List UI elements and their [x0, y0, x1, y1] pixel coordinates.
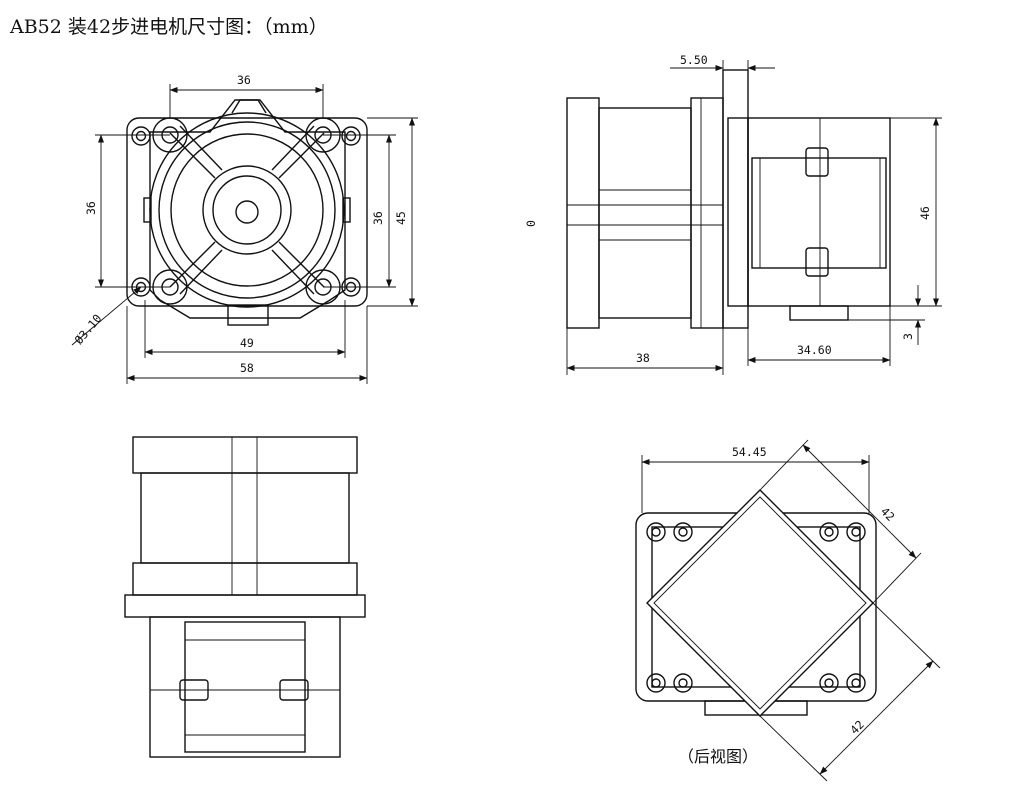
bottom-nut	[179, 679, 209, 701]
front-hub-outer	[202, 165, 292, 255]
side-bottom-tab	[789, 305, 849, 321]
rear-hole-inner	[651, 678, 661, 688]
front-outer-ring	[149, 112, 345, 308]
front-top-tab	[231, 99, 267, 114]
side-dim-bottom-right: 34.60	[797, 343, 832, 357]
dim-line	[802, 444, 917, 559]
page-title: AB52 装42步进电机尺寸图：（mm）	[10, 16, 328, 38]
front-dim-right-outer: 45	[394, 211, 408, 225]
front-shaft	[235, 200, 259, 224]
rear-hole	[846, 522, 866, 542]
front-flange-hole	[341, 126, 361, 146]
side-adapter-inner	[727, 117, 749, 307]
front-dim-hole: Ø3.10	[72, 311, 105, 347]
rear-hole-inner	[851, 678, 861, 688]
dim-extension	[759, 715, 828, 782]
front-dim-top: 36	[237, 73, 251, 87]
front-bottom-tab	[227, 304, 269, 326]
side-dim-right-small: 3	[901, 333, 915, 340]
side-gearbox-core	[751, 157, 887, 269]
front-side-notch	[143, 197, 152, 223]
side-dim-right: 46	[918, 206, 932, 220]
dim-extension	[872, 602, 941, 669]
side-motor-endcap	[566, 97, 600, 329]
front-side-notch	[342, 197, 351, 223]
side-dim-bottom-left: 38	[636, 351, 650, 365]
dim-extension	[872, 552, 922, 604]
front-inner-ring	[170, 133, 324, 287]
rear-hole-inner	[651, 527, 661, 537]
side-motor-body	[598, 107, 692, 319]
side-view: 5.50 0 46 3 38 34.60	[524, 53, 942, 375]
front-flange-outline	[126, 117, 368, 307]
front-dim-right-inner: 36	[371, 211, 385, 225]
side-dim-left: 0	[524, 220, 538, 227]
bottom-endcap	[132, 436, 358, 474]
front-dim-bottom-outer: 58	[240, 361, 254, 375]
front-brace	[169, 132, 216, 179]
front-brace	[169, 241, 216, 288]
bottom-gearbox-core	[184, 621, 306, 753]
bottom-motor-body	[140, 472, 350, 564]
front-brace	[271, 125, 315, 171]
side-motor-flange	[690, 97, 724, 329]
front-dim-left: 36	[84, 201, 98, 215]
side-nut	[805, 147, 829, 177]
side-nut	[805, 247, 829, 277]
rear-hole-inner	[678, 527, 688, 537]
front-brace	[278, 241, 325, 288]
dim-extension	[759, 439, 809, 491]
front-mid-ring	[158, 121, 336, 299]
dim-leader	[71, 286, 142, 346]
front-flange-hole-inner	[345, 130, 357, 142]
rear-hole	[819, 522, 839, 542]
rear-hole	[846, 673, 866, 693]
dim-line	[819, 660, 934, 775]
front-hub-mid	[212, 175, 282, 245]
rear-hole-inner	[824, 527, 834, 537]
rear-hole-inner	[824, 678, 834, 688]
bottom-motor-flange	[132, 562, 358, 596]
front-flange-hole	[131, 126, 151, 146]
bottom-view	[124, 436, 366, 758]
rear-view-caption: （后视图）	[678, 747, 758, 766]
side-gearbox-outline	[747, 117, 891, 307]
rear-hole	[673, 522, 693, 542]
rear-dim-diag-upper: 42	[878, 504, 898, 524]
rear-hole-inner	[851, 527, 861, 537]
bottom-adapter-plate	[124, 594, 366, 618]
rear-dim-top: 54.45	[732, 445, 767, 459]
rear-hole	[646, 673, 666, 693]
front-flange-hole-inner	[135, 130, 147, 142]
front-brace	[271, 249, 315, 295]
rear-view: 54.45 42 42 （后视图）	[635, 439, 941, 782]
bottom-gearbox	[149, 616, 341, 758]
front-view: 36 36 36 45 Ø3.10 49 58	[72, 73, 418, 384]
side-dim-top: 5.50	[680, 53, 708, 67]
rear-hole	[819, 673, 839, 693]
rear-hole-inner	[678, 678, 688, 688]
rear-hole	[646, 522, 666, 542]
front-dim-bottom-inner: 49	[240, 336, 254, 350]
side-adapter-plate	[722, 69, 749, 329]
rear-motor-square-inner	[653, 496, 867, 710]
bottom-nut	[279, 679, 309, 701]
rear-hole	[673, 673, 693, 693]
rear-dim-diag-lower: 42	[847, 717, 867, 737]
